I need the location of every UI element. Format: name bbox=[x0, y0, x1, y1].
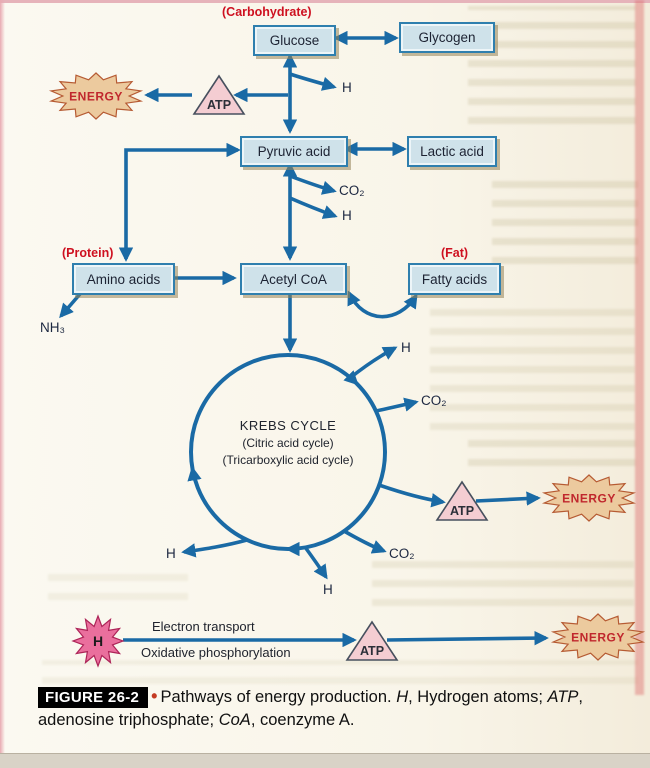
hydrogen-star-shape bbox=[71, 614, 125, 668]
atp-label: ATP bbox=[360, 644, 384, 658]
caption-term-atp: ATP bbox=[547, 688, 579, 706]
page-bleedthrough bbox=[42, 660, 638, 684]
node-fatty-acids: Fatty acids bbox=[408, 263, 501, 295]
atp-triangle-shape bbox=[192, 74, 246, 115]
label-electron-transport: Electron transport bbox=[152, 619, 255, 634]
arrow-glycolysis-h bbox=[289, 72, 337, 91]
label-fat: (Fat) bbox=[441, 246, 469, 260]
page-edge bbox=[0, 0, 650, 3]
caption-term-h: H bbox=[396, 688, 409, 706]
energy-label: ENERGY bbox=[69, 90, 123, 104]
page-bleedthrough bbox=[492, 178, 638, 264]
caption-text: , adenosine triphosphate; bbox=[38, 688, 584, 729]
page-edge bbox=[635, 0, 644, 695]
label-protein: (Protein) bbox=[62, 246, 114, 260]
page-bleedthrough bbox=[430, 305, 635, 430]
node-glucose: Glucose bbox=[253, 25, 336, 56]
hydrogen-star: H bbox=[71, 614, 125, 668]
arrow-krebs-h-bottom bbox=[303, 545, 328, 580]
node-lactic-acid: Lactic acid bbox=[407, 136, 497, 167]
krebs-direction-arrow bbox=[285, 541, 300, 557]
label-h-pyruvate: H bbox=[342, 208, 352, 223]
caption-text: Pathways of energy production. bbox=[160, 688, 397, 706]
krebs-direction-arrow bbox=[187, 466, 202, 482]
energy-label: ENERGY bbox=[562, 492, 616, 506]
label-oxidative-phosphorylation: Oxidative phosphorylation bbox=[141, 645, 291, 660]
arrow-acetyl-fatty bbox=[347, 290, 418, 319]
page-edge bbox=[0, 753, 650, 768]
arrow-krebs-h-right bbox=[348, 346, 398, 380]
label-h-krebs-right: H bbox=[401, 340, 411, 355]
label-co2-krebs-right: CO₂ bbox=[421, 393, 447, 408]
page-bleedthrough bbox=[372, 558, 634, 606]
atp-triangle-shape bbox=[345, 620, 399, 661]
node-glycogen: Glycogen bbox=[399, 22, 495, 53]
caption-text: , Hydrogen atoms; bbox=[408, 688, 548, 706]
arrow-pyruvic-h bbox=[289, 196, 338, 219]
krebs-title: KREBS CYCLE bbox=[239, 418, 337, 433]
hydrogen-label: H bbox=[93, 633, 103, 649]
energy-star-right: ENERGY bbox=[541, 474, 637, 522]
atp-triangle-krebs: ATP bbox=[435, 480, 489, 521]
arrow-krebs-h-left bbox=[181, 538, 248, 558]
krebs-direction-arrow bbox=[343, 370, 359, 386]
atp-triangle-oxphos: ATP bbox=[345, 620, 399, 661]
label-h-krebs-bottom: H bbox=[323, 582, 333, 597]
energy-star-bottom: ENERGY bbox=[550, 613, 646, 661]
label-nh3: NH₃ bbox=[40, 320, 65, 335]
page-bleedthrough bbox=[468, 428, 636, 466]
caption-text: , coenzyme A. bbox=[250, 710, 355, 729]
atp-label: ATP bbox=[207, 98, 231, 112]
page-bleedthrough bbox=[48, 566, 188, 600]
energy-star-shape bbox=[48, 72, 144, 120]
caption-bullet: • bbox=[151, 686, 158, 706]
label-co2-krebs-bottom: CO₂ bbox=[389, 546, 415, 561]
krebs-subtitle-tricarboxylic: (Tricarboxylic acid cycle) bbox=[222, 452, 354, 467]
energy-star-shape bbox=[550, 613, 646, 661]
arrow-krebs-co2-bottom bbox=[343, 529, 387, 554]
atp-triangle-glycolysis: ATP bbox=[192, 74, 246, 115]
arrow-amino-pyruvic bbox=[118, 142, 241, 262]
krebs-subtitle-citric: (Citric acid cycle) bbox=[242, 436, 334, 451]
arrow-amino-nh3 bbox=[59, 292, 82, 319]
atp-label: ATP bbox=[450, 504, 474, 518]
label-carbohydrate: (Carbohydrate) bbox=[222, 5, 312, 19]
energy-star-top: ENERGY bbox=[48, 72, 144, 120]
label-h-glycolysis: H bbox=[342, 80, 352, 95]
label-h-krebs-left: H bbox=[166, 546, 176, 561]
page-edge bbox=[0, 0, 5, 768]
node-acetyl-coa: Acetyl CoA bbox=[240, 263, 347, 295]
arrow-pyruvic-co2 bbox=[289, 174, 337, 195]
arrow-krebs-co2-right bbox=[375, 397, 419, 413]
krebs-cycle-label: KREBS CYCLE (Citric acid cycle) (Tricarb… bbox=[183, 417, 393, 469]
atp-triangle-shape bbox=[435, 480, 489, 521]
figure-caption: FIGURE 26-2•Pathways of energy productio… bbox=[38, 684, 628, 732]
node-amino-acids: Amino acids bbox=[72, 263, 175, 295]
energy-label: ENERGY bbox=[571, 631, 625, 645]
arrow-atp-energy-bottom bbox=[386, 630, 549, 646]
energy-star-shape bbox=[541, 474, 637, 522]
figure-number-badge: FIGURE 26-2 bbox=[38, 687, 149, 708]
node-pyruvic-acid: Pyruvic acid bbox=[240, 136, 348, 167]
label-co2-pyruvate: CO₂ bbox=[339, 183, 365, 198]
caption-term-coa: CoA bbox=[218, 710, 251, 729]
